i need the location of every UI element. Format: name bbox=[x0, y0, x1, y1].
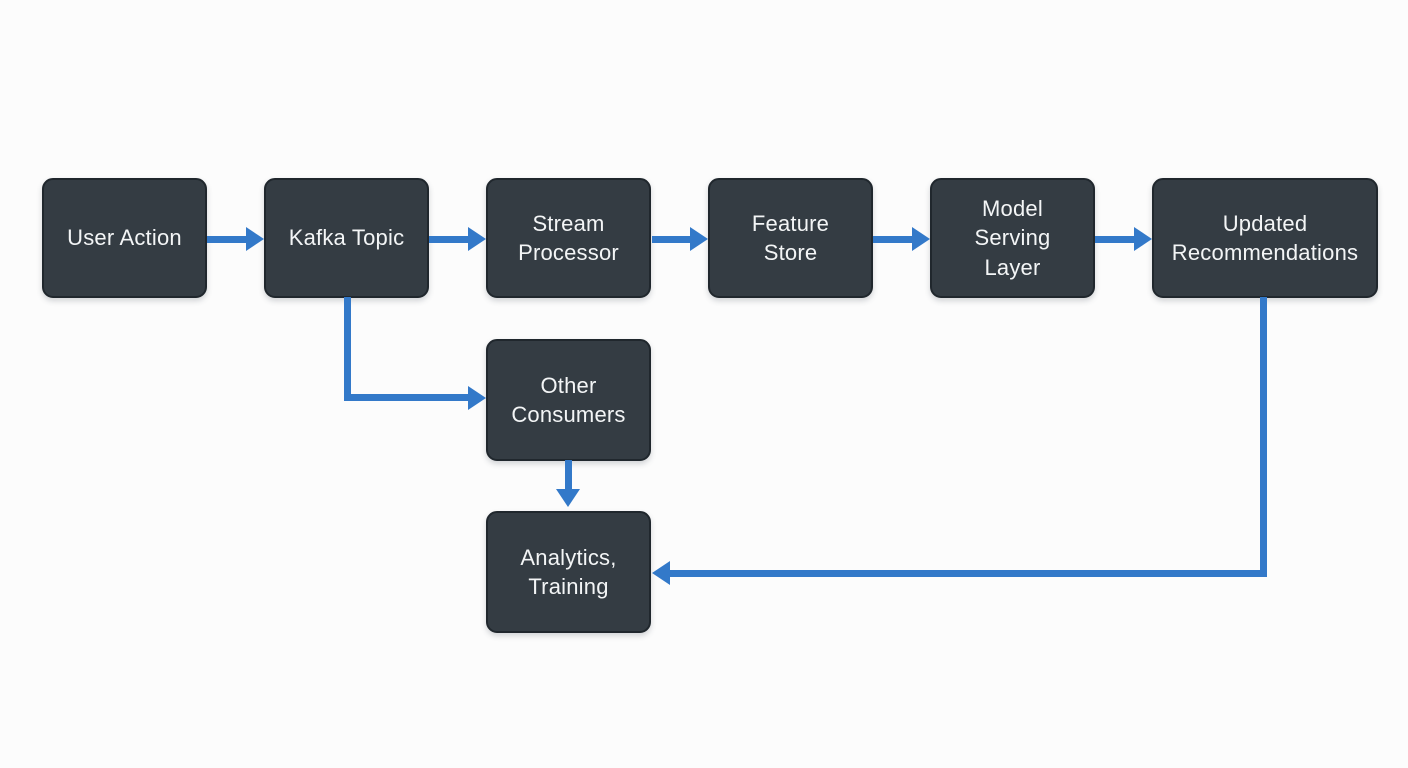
edge-other-consumers-to-analytics-training-line bbox=[565, 460, 572, 489]
node-user-action: User Action bbox=[42, 178, 207, 298]
node-user-action-label: User Action bbox=[67, 225, 182, 251]
edge-updated-recommendations-to-analytics-training-arrowhead-icon bbox=[652, 561, 670, 585]
edge-user-action-to-kafka-topic-line bbox=[207, 236, 246, 243]
node-analytics-training-label: Analytics, Training bbox=[520, 544, 617, 599]
node-updated-recommendations: Updated Recommendations bbox=[1152, 178, 1378, 298]
node-kafka-topic-label: Kafka Topic bbox=[288, 225, 405, 251]
node-updated-recommendations-label: Updated Recommendations bbox=[1171, 210, 1359, 265]
node-analytics-training: Analytics, Training bbox=[486, 511, 651, 633]
edge-feature-store-to-model-serving-layer-arrowhead-icon bbox=[912, 227, 930, 251]
node-model-serving-layer: Model Serving Layer bbox=[930, 178, 1095, 298]
node-other-consumers: Other Consumers bbox=[486, 339, 651, 461]
node-model-serving-layer-label: Model Serving Layer bbox=[974, 196, 1051, 280]
edge-updated-recommendations-to-analytics-training-vertical-line bbox=[1260, 297, 1267, 577]
node-stream-processor: Stream Processor bbox=[486, 178, 651, 298]
edge-kafka-topic-to-other-consumers-arrowhead-icon bbox=[468, 386, 486, 410]
edge-feature-store-to-model-serving-layer-line bbox=[873, 236, 912, 243]
node-other-consumers-label: Other Consumers bbox=[511, 372, 626, 427]
node-kafka-topic: Kafka Topic bbox=[264, 178, 429, 298]
edge-kafka-topic-to-other-consumers-vertical-line bbox=[344, 297, 351, 401]
edge-stream-processor-to-feature-store-line bbox=[652, 236, 690, 243]
node-feature-store-label: Feature Store bbox=[751, 210, 830, 265]
edge-kafka-topic-to-stream-processor-line bbox=[429, 236, 468, 243]
edge-user-action-to-kafka-topic-arrowhead-icon bbox=[246, 227, 264, 251]
edge-stream-processor-to-feature-store-arrowhead-icon bbox=[690, 227, 708, 251]
edge-updated-recommendations-to-analytics-training-horizontal-line bbox=[670, 570, 1267, 577]
node-feature-store: Feature Store bbox=[708, 178, 873, 298]
node-stream-processor-label: Stream Processor bbox=[518, 210, 619, 265]
edge-model-serving-layer-to-updated-recommendations-line bbox=[1095, 236, 1134, 243]
edge-model-serving-layer-to-updated-recommendations-arrowhead-icon bbox=[1134, 227, 1152, 251]
edge-kafka-topic-to-other-consumers-horizontal-line bbox=[344, 394, 468, 401]
edge-kafka-topic-to-stream-processor-arrowhead-icon bbox=[468, 227, 486, 251]
edge-other-consumers-to-analytics-training-arrowhead-icon bbox=[556, 489, 580, 507]
